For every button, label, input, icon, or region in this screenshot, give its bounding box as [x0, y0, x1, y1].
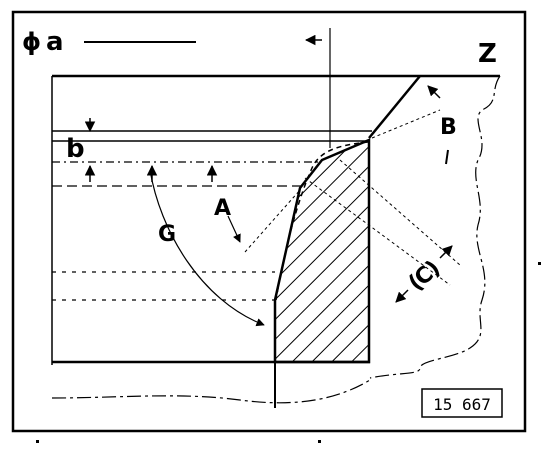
label-A: A [214, 196, 231, 221]
arrow-C-lower [395, 289, 409, 303]
stray-mark-bottom-left [36, 440, 39, 443]
chamfer-line [368, 75, 421, 139]
figure-ref-text: 15 667 [433, 395, 491, 414]
arrow-C-upper [439, 245, 453, 259]
construction-line-b [371, 109, 441, 139]
stray-mark-right [538, 262, 541, 265]
leader-G [149, 169, 265, 327]
arrow-B [427, 85, 441, 99]
break-line-right [369, 75, 501, 379]
drawing-frame [11, 10, 527, 433]
construction-line-a [244, 189, 301, 253]
construction-line-c2 [339, 159, 461, 266]
label-B: B [440, 115, 457, 140]
label-G: G [158, 222, 176, 247]
label-C-group: ( C ) [404, 256, 445, 296]
label-a: a [46, 27, 64, 57]
label-b: b [66, 134, 85, 164]
construction-line-c1 [304, 177, 451, 286]
break-line-bottom [51, 379, 371, 404]
leader-A [227, 215, 241, 243]
stray-mark-bottom-center [318, 440, 321, 443]
arrow-B-tick [445, 149, 449, 165]
figure-ref-box [421, 388, 503, 418]
dashed-profile [275, 141, 369, 301]
label-z: Z [478, 39, 497, 69]
phi-symbol: ϕ [22, 28, 41, 56]
